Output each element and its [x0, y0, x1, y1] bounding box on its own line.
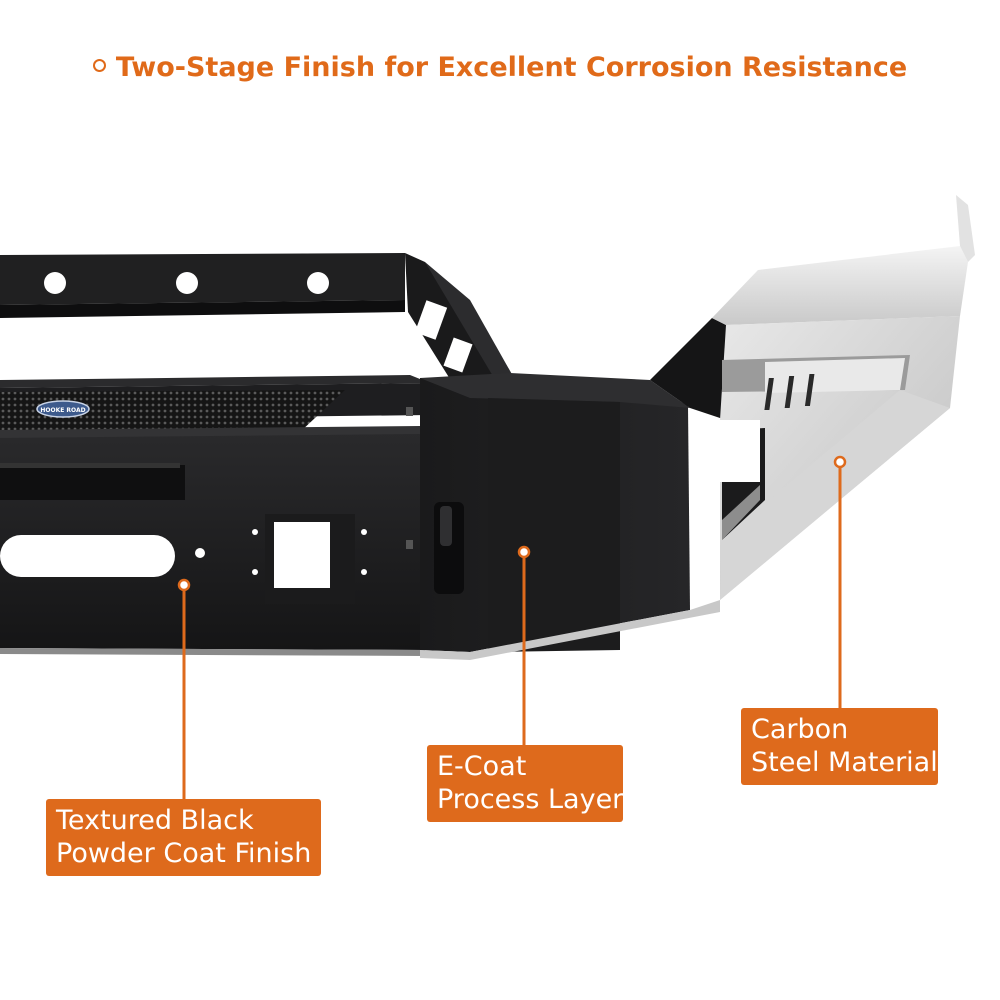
- callout-carbon-steel-line2: Steel Material: [751, 747, 938, 778]
- headline-text: Two-Stage Finish for Excellent Corrosion…: [115, 52, 908, 83]
- callout-carbon-steel-line1: Carbon: [751, 714, 849, 745]
- mounting-hole: [307, 272, 329, 294]
- callout-carbon-steel: Carbon Steel Material: [741, 708, 938, 785]
- callout-ecoat: E-Coat Process Layer: [427, 745, 623, 822]
- corner-section: [420, 318, 726, 660]
- callout-marker: [177, 578, 191, 592]
- mounting-hole: [44, 272, 66, 294]
- brand-badge: [36, 400, 90, 418]
- callout-ecoat-line2: Process Layer: [437, 784, 624, 815]
- callout-powder-coat: Textured Black Powder Coat Finish: [46, 799, 321, 876]
- callout-leaders: [177, 455, 847, 800]
- mounting-hole: [176, 272, 198, 294]
- callout-marker: [517, 545, 531, 559]
- brand-badge-text: HOOKE ROAD: [40, 407, 85, 414]
- headline-bullet-icon: [92, 59, 106, 72]
- top-hoop: [0, 253, 518, 395]
- callout-powder-coat-line1: Textured Black: [56, 805, 254, 836]
- callout-powder-coat-line2: Powder Coat Finish: [56, 838, 312, 869]
- callout-marker: [833, 455, 847, 469]
- callout-ecoat-line1: E-Coat: [437, 751, 527, 782]
- steel-wing: [690, 195, 975, 600]
- headline: Two-Stage Finish for Excellent Corrosion…: [0, 52, 1000, 83]
- center-bumper: HOOKE ROAD: [0, 375, 430, 656]
